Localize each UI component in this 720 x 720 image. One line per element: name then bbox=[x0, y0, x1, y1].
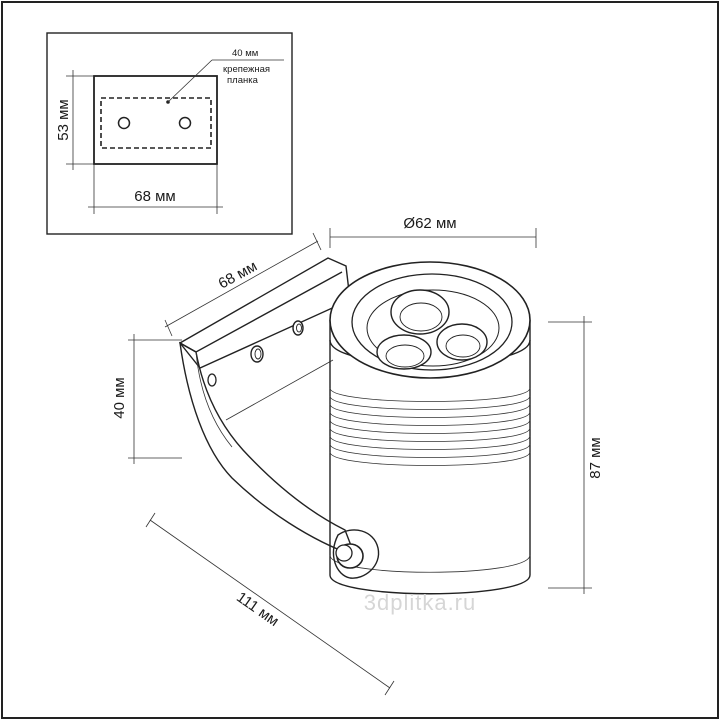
inset-plate-label-line2: планка bbox=[227, 75, 259, 86]
height-label: 87 мм bbox=[587, 437, 604, 478]
inset-hole-left bbox=[117, 116, 131, 130]
lamp-body bbox=[329, 261, 531, 595]
inset-width-label: 68 мм bbox=[134, 188, 175, 205]
pivot-screw bbox=[332, 529, 380, 579]
inset-hole-right bbox=[178, 116, 192, 130]
bracket-hole-3 bbox=[207, 373, 217, 387]
inset-plate-label-line1: крепежная bbox=[223, 64, 270, 75]
main-drawing: Ø62 мм 68 мм 40 мм 111 мм 87 мм bbox=[111, 215, 604, 696]
inset-panel: 40 мм крепежная планка 53 мм 68 мм bbox=[46, 32, 293, 235]
inset-base-outline bbox=[93, 75, 218, 165]
bracket-height-label: 40 мм bbox=[111, 377, 128, 418]
inset-frame bbox=[46, 32, 293, 235]
inset-height-label: 53 мм bbox=[55, 99, 72, 140]
inset-plate-dimension: 40 мм bbox=[232, 48, 258, 59]
mounting-bracket bbox=[178, 257, 357, 558]
diameter-label: Ø62 мм bbox=[403, 215, 456, 232]
led-lens-2 bbox=[376, 334, 432, 370]
watermark: 3dplitka.ru bbox=[364, 590, 477, 615]
led-lens-3 bbox=[436, 323, 488, 361]
led-lens-1 bbox=[390, 289, 450, 335]
bracket-width-label: 68 мм bbox=[216, 258, 261, 293]
